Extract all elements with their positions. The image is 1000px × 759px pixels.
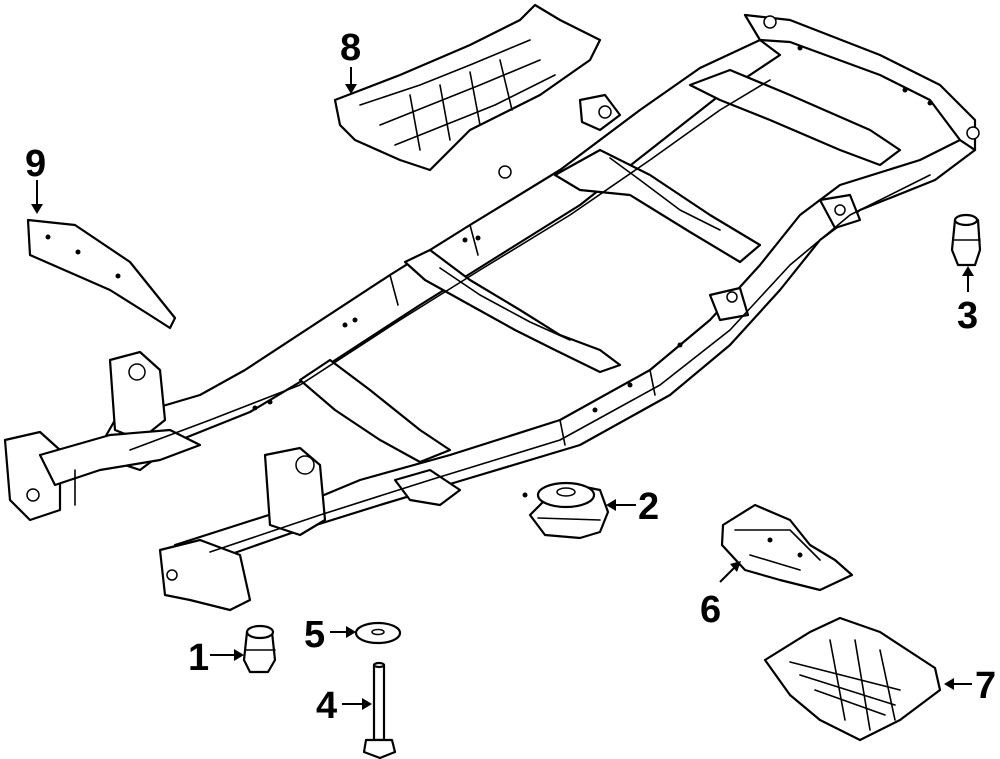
callout-3: 3 xyxy=(957,295,978,337)
part-8-skid-plate xyxy=(333,3,602,172)
part-2-body-mount xyxy=(528,481,610,540)
callout-5: 5 xyxy=(304,614,325,656)
callout-leaders xyxy=(31,67,974,710)
callout-2: 2 xyxy=(638,486,659,528)
callout-6: 6 xyxy=(700,589,721,631)
callout-labels: 1 2 3 4 5 6 7 8 9 xyxy=(25,27,996,727)
callout-1: 1 xyxy=(188,637,209,679)
part-3-bushing xyxy=(950,213,982,267)
part-9-frame-plate xyxy=(26,218,177,330)
callout-7: 7 xyxy=(975,665,996,707)
callout-9: 9 xyxy=(25,143,46,185)
part-4-bolt xyxy=(362,661,397,759)
part-6-bracket xyxy=(720,503,854,592)
part-7-skid-plate xyxy=(763,616,942,742)
callout-8: 8 xyxy=(340,27,361,69)
part-1-bushing xyxy=(242,624,277,674)
part-5-washer xyxy=(354,621,402,645)
vehicle-frame xyxy=(3,13,980,612)
callout-4: 4 xyxy=(316,685,337,727)
